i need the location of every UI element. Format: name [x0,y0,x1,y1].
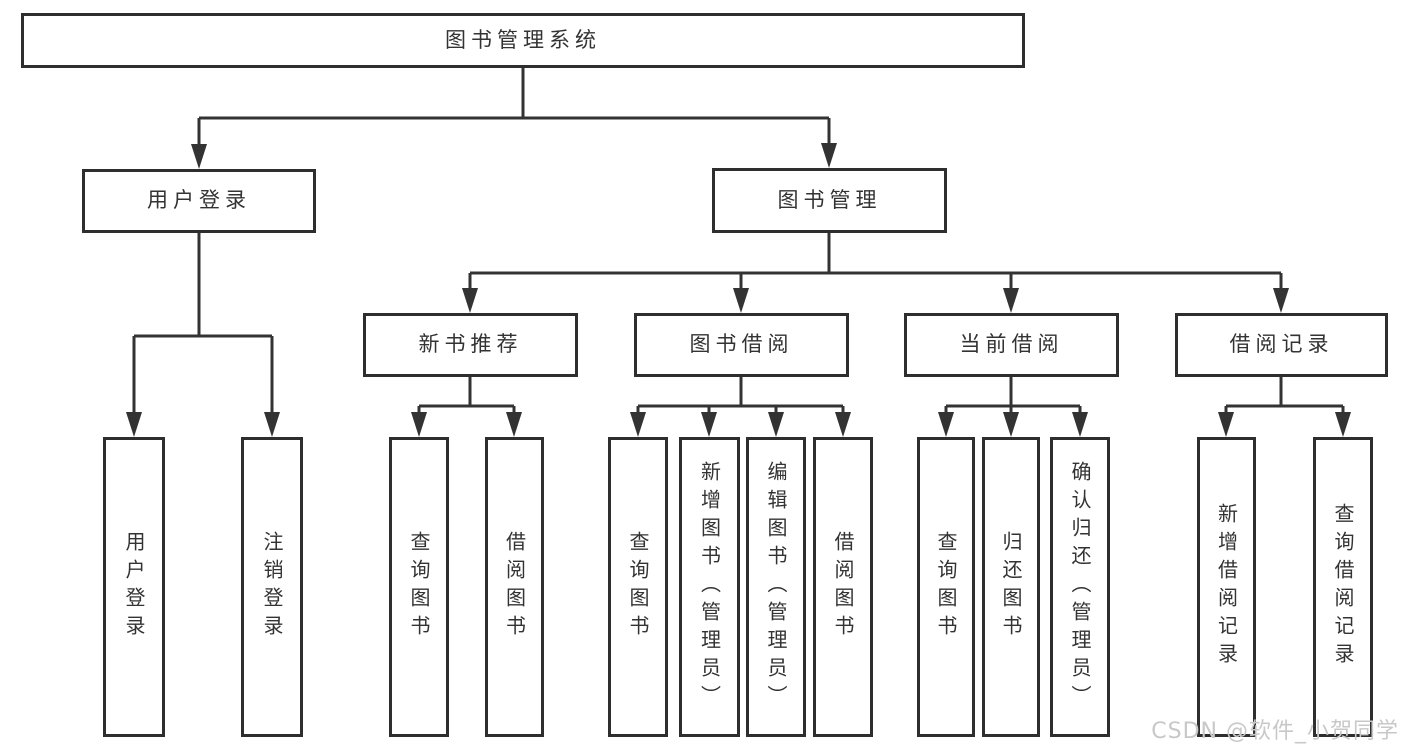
arrow-icon [411,412,427,437]
leaf-query-books-recommend: 查询图书 [389,437,449,737]
arrow-icon [835,412,851,437]
leaf-logout: 注销登录 [241,437,303,737]
connector-new-book-split [417,377,516,413]
leaf-query-books-borrowing: 查询图书 [608,437,668,737]
arrow-icon [506,412,522,437]
connector-borrow-record-split [1224,377,1345,413]
arrow-icon [462,288,478,313]
arrowheads [126,143,1351,437]
leaf-query-borrow-record: 查询借阅记录 [1313,437,1373,737]
node-new-book-recommendation: 新书推荐 [363,313,578,377]
connector-user-login-split [132,233,274,413]
leaf-confirm-return-admin: 确认归还（管理员） [1050,437,1110,737]
arrow-icon [1335,412,1351,437]
arrow-icon [1273,288,1289,313]
csdn-watermark: CSDN @软件_小贺同学 [1151,719,1399,744]
node-book-management: 图书管理 [712,168,947,233]
arrow-icon [1072,412,1088,437]
arrow-icon [733,288,749,313]
node-library-management-system: 图书管理系统 [21,13,1025,68]
arrow-icon [264,412,280,437]
leaf-edit-book-admin: 编辑图书（管理员） [746,437,806,737]
arrow-icon [1003,288,1019,313]
connector-root-split [197,68,831,145]
arrow-icon [1218,412,1234,437]
node-current-borrowing: 当前借阅 [904,313,1119,377]
arrow-icon [630,412,646,437]
arrow-icon [938,412,954,437]
arrow-icon [768,412,784,437]
node-book-borrowing: 图书借阅 [634,313,849,377]
arrow-icon [701,412,717,437]
leaf-query-books-current: 查询图书 [917,437,975,737]
leaf-user-login: 用户登录 [103,437,165,737]
arrow-icon [1003,412,1019,437]
leaf-borrow-books: 借阅图书 [813,437,873,737]
arrow-icon [821,143,837,168]
leaf-borrow-books-recommend: 借阅图书 [485,437,544,737]
leaf-add-borrow-record: 新增借阅记录 [1197,437,1256,737]
node-user-login: 用户登录 [82,169,316,233]
leaf-return-books: 归还图书 [982,437,1040,737]
connector-current-borrow-split [944,377,1082,413]
node-borrowing-records: 借阅记录 [1175,313,1388,377]
arrow-icon [126,412,142,437]
arrow-icon [191,144,207,169]
leaf-add-book-admin: 新增图书（管理员） [679,437,740,737]
connector-book-management-split [468,233,1283,289]
connector-book-borrow-split [636,377,845,413]
